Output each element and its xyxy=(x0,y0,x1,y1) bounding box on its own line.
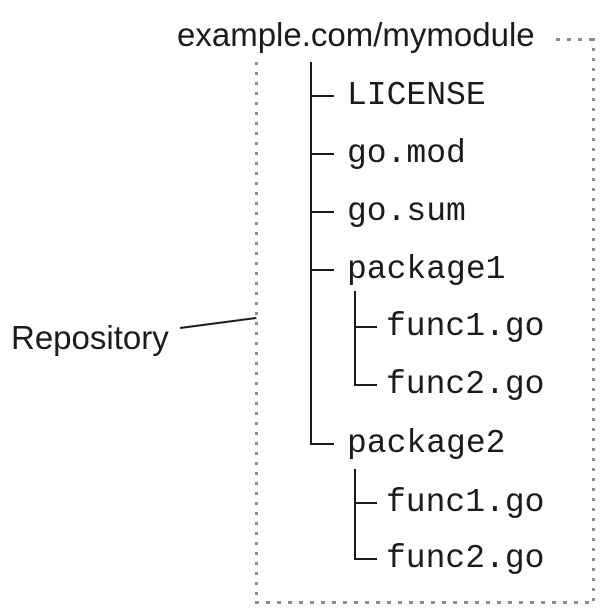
repository-label: Repository xyxy=(11,319,169,356)
dotted-border-left xyxy=(255,62,258,604)
repository-pointer-line xyxy=(179,316,257,329)
package2-subtree-line xyxy=(354,469,356,560)
tree-item-go-mod: go.mod xyxy=(347,135,466,172)
tree-item-package2-func2-go: func2.go xyxy=(386,540,545,577)
tree-item-license: LICENSE xyxy=(347,77,486,114)
tree-branch-tick-package1 xyxy=(310,269,334,271)
module-title: example.com/mymodule xyxy=(177,16,535,53)
tree-branch-tick-go-mod xyxy=(310,153,334,155)
package1-branch-tick-func2-go xyxy=(354,384,377,386)
tree-branch-tick-license xyxy=(310,95,334,97)
package2-branch-tick-func1-go xyxy=(354,502,377,504)
dotted-border-top xyxy=(556,38,595,41)
tree-branch-tick-package2 xyxy=(310,443,334,445)
tree-item-package1-func2-go: func2.go xyxy=(386,366,545,403)
tree-branch-tick-go-sum xyxy=(310,211,334,213)
tree-item-go-sum: go.sum xyxy=(347,193,466,230)
package1-branch-tick-func1-go xyxy=(354,326,377,328)
tree-item-package1-func1-go: func1.go xyxy=(386,308,545,345)
tree-item-package1: package1 xyxy=(347,251,506,288)
tree-item-package2: package2 xyxy=(347,425,506,462)
tree-item-package2-func1-go: func1.go xyxy=(386,484,545,521)
dotted-border-right xyxy=(592,38,595,604)
package1-subtree-line xyxy=(354,291,356,386)
package2-branch-tick-func2-go xyxy=(354,558,377,560)
tree-trunk-line xyxy=(310,62,312,445)
dotted-border-bottom xyxy=(255,601,595,604)
